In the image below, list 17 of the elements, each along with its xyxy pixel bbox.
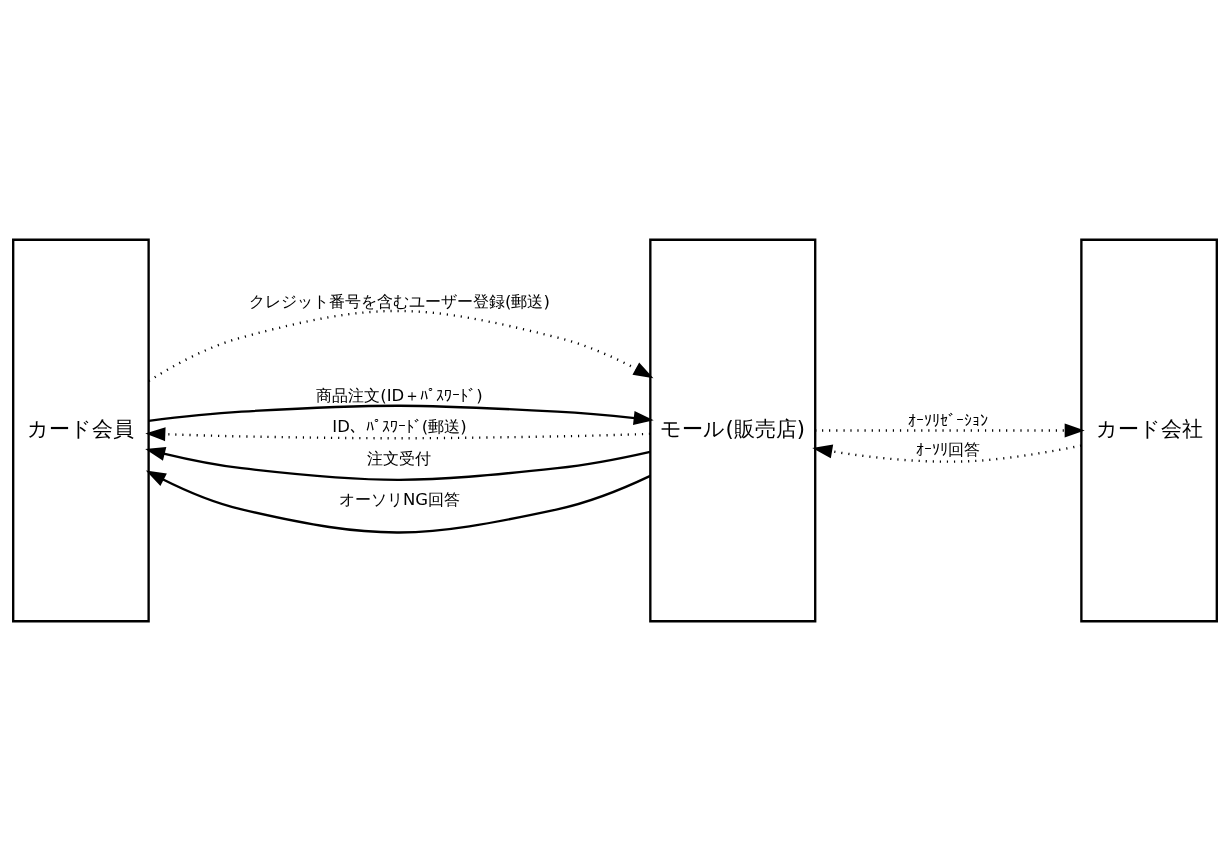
edge-label: オーソリNG回答 xyxy=(338,489,461,509)
edge-label: ｵｰｿﾘ回答 xyxy=(916,440,981,460)
arrow xyxy=(148,404,654,426)
arrow xyxy=(145,427,651,442)
edge-label: ｵｰｿﾘｾﾞｰｼｮﾝ xyxy=(908,411,989,431)
arrow xyxy=(815,423,1085,438)
arrow xyxy=(145,447,651,482)
edge-label: クレジット番号を含むユーザー登録(郵送) xyxy=(249,292,550,312)
arrow xyxy=(145,470,651,534)
edge-label: 注文受付 xyxy=(367,448,432,468)
edge-label: 商品注文(ID＋ﾊﾟｽﾜｰﾄﾞ) xyxy=(316,386,483,406)
arrow xyxy=(812,444,1082,463)
node-box: モール(販売店) xyxy=(649,238,817,623)
node-box: カード会員 xyxy=(12,238,150,623)
node-box: カード会社 xyxy=(1080,238,1218,623)
edge-label: ID、ﾊﾟｽﾜｰﾄﾞ(郵送) xyxy=(332,416,467,436)
arrow xyxy=(148,309,654,382)
